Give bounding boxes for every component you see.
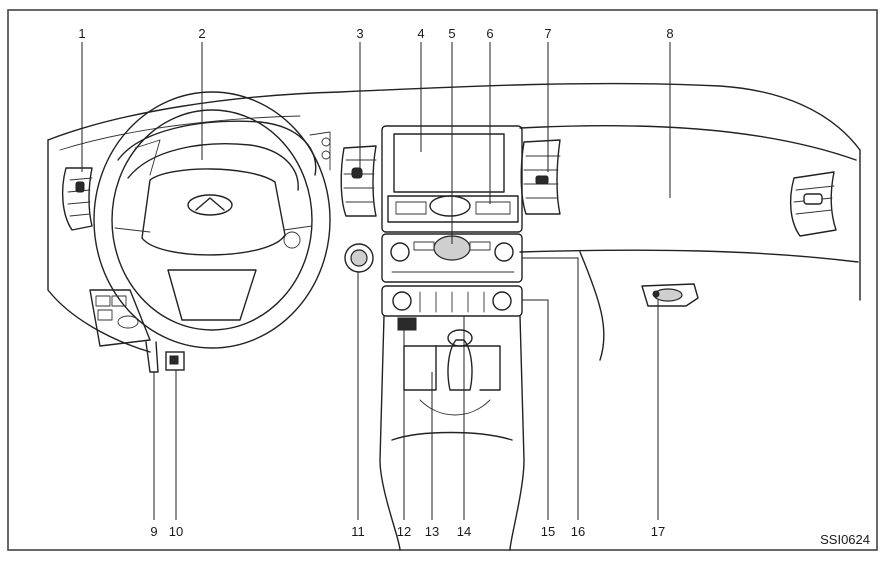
callout-13: 13 xyxy=(425,524,439,539)
glove-box-handle xyxy=(642,284,698,306)
right-side-vent xyxy=(791,172,836,236)
callout-11: 11 xyxy=(351,524,365,539)
center-right-vent xyxy=(521,140,560,214)
callout-15: 15 xyxy=(541,524,555,539)
callout-14: 14 xyxy=(457,524,471,539)
callout-2: 2 xyxy=(198,26,205,41)
callout-3: 3 xyxy=(356,26,363,41)
hazard-switch xyxy=(345,244,373,272)
callout-12: 12 xyxy=(397,524,411,539)
callout-10: 10 xyxy=(169,524,183,539)
callout-17: 17 xyxy=(651,524,665,539)
callout-1: 1 xyxy=(78,26,85,41)
center-left-vent xyxy=(341,146,376,216)
callout-5: 5 xyxy=(448,26,455,41)
callout-9: 9 xyxy=(150,524,157,539)
figure-code: SSI0624 xyxy=(820,532,870,547)
climate-panel xyxy=(382,286,522,316)
callout-6: 6 xyxy=(486,26,493,41)
left-side-vent xyxy=(63,168,92,230)
lower-left-controls xyxy=(90,290,184,372)
center-console xyxy=(380,316,524,550)
callout-16: 16 xyxy=(571,524,585,539)
callout-8: 8 xyxy=(666,26,673,41)
figure-border xyxy=(8,10,877,550)
callout-4: 4 xyxy=(417,26,424,41)
steering-wheel xyxy=(94,92,330,348)
leader-lines xyxy=(82,42,670,520)
callout-7: 7 xyxy=(544,26,551,41)
